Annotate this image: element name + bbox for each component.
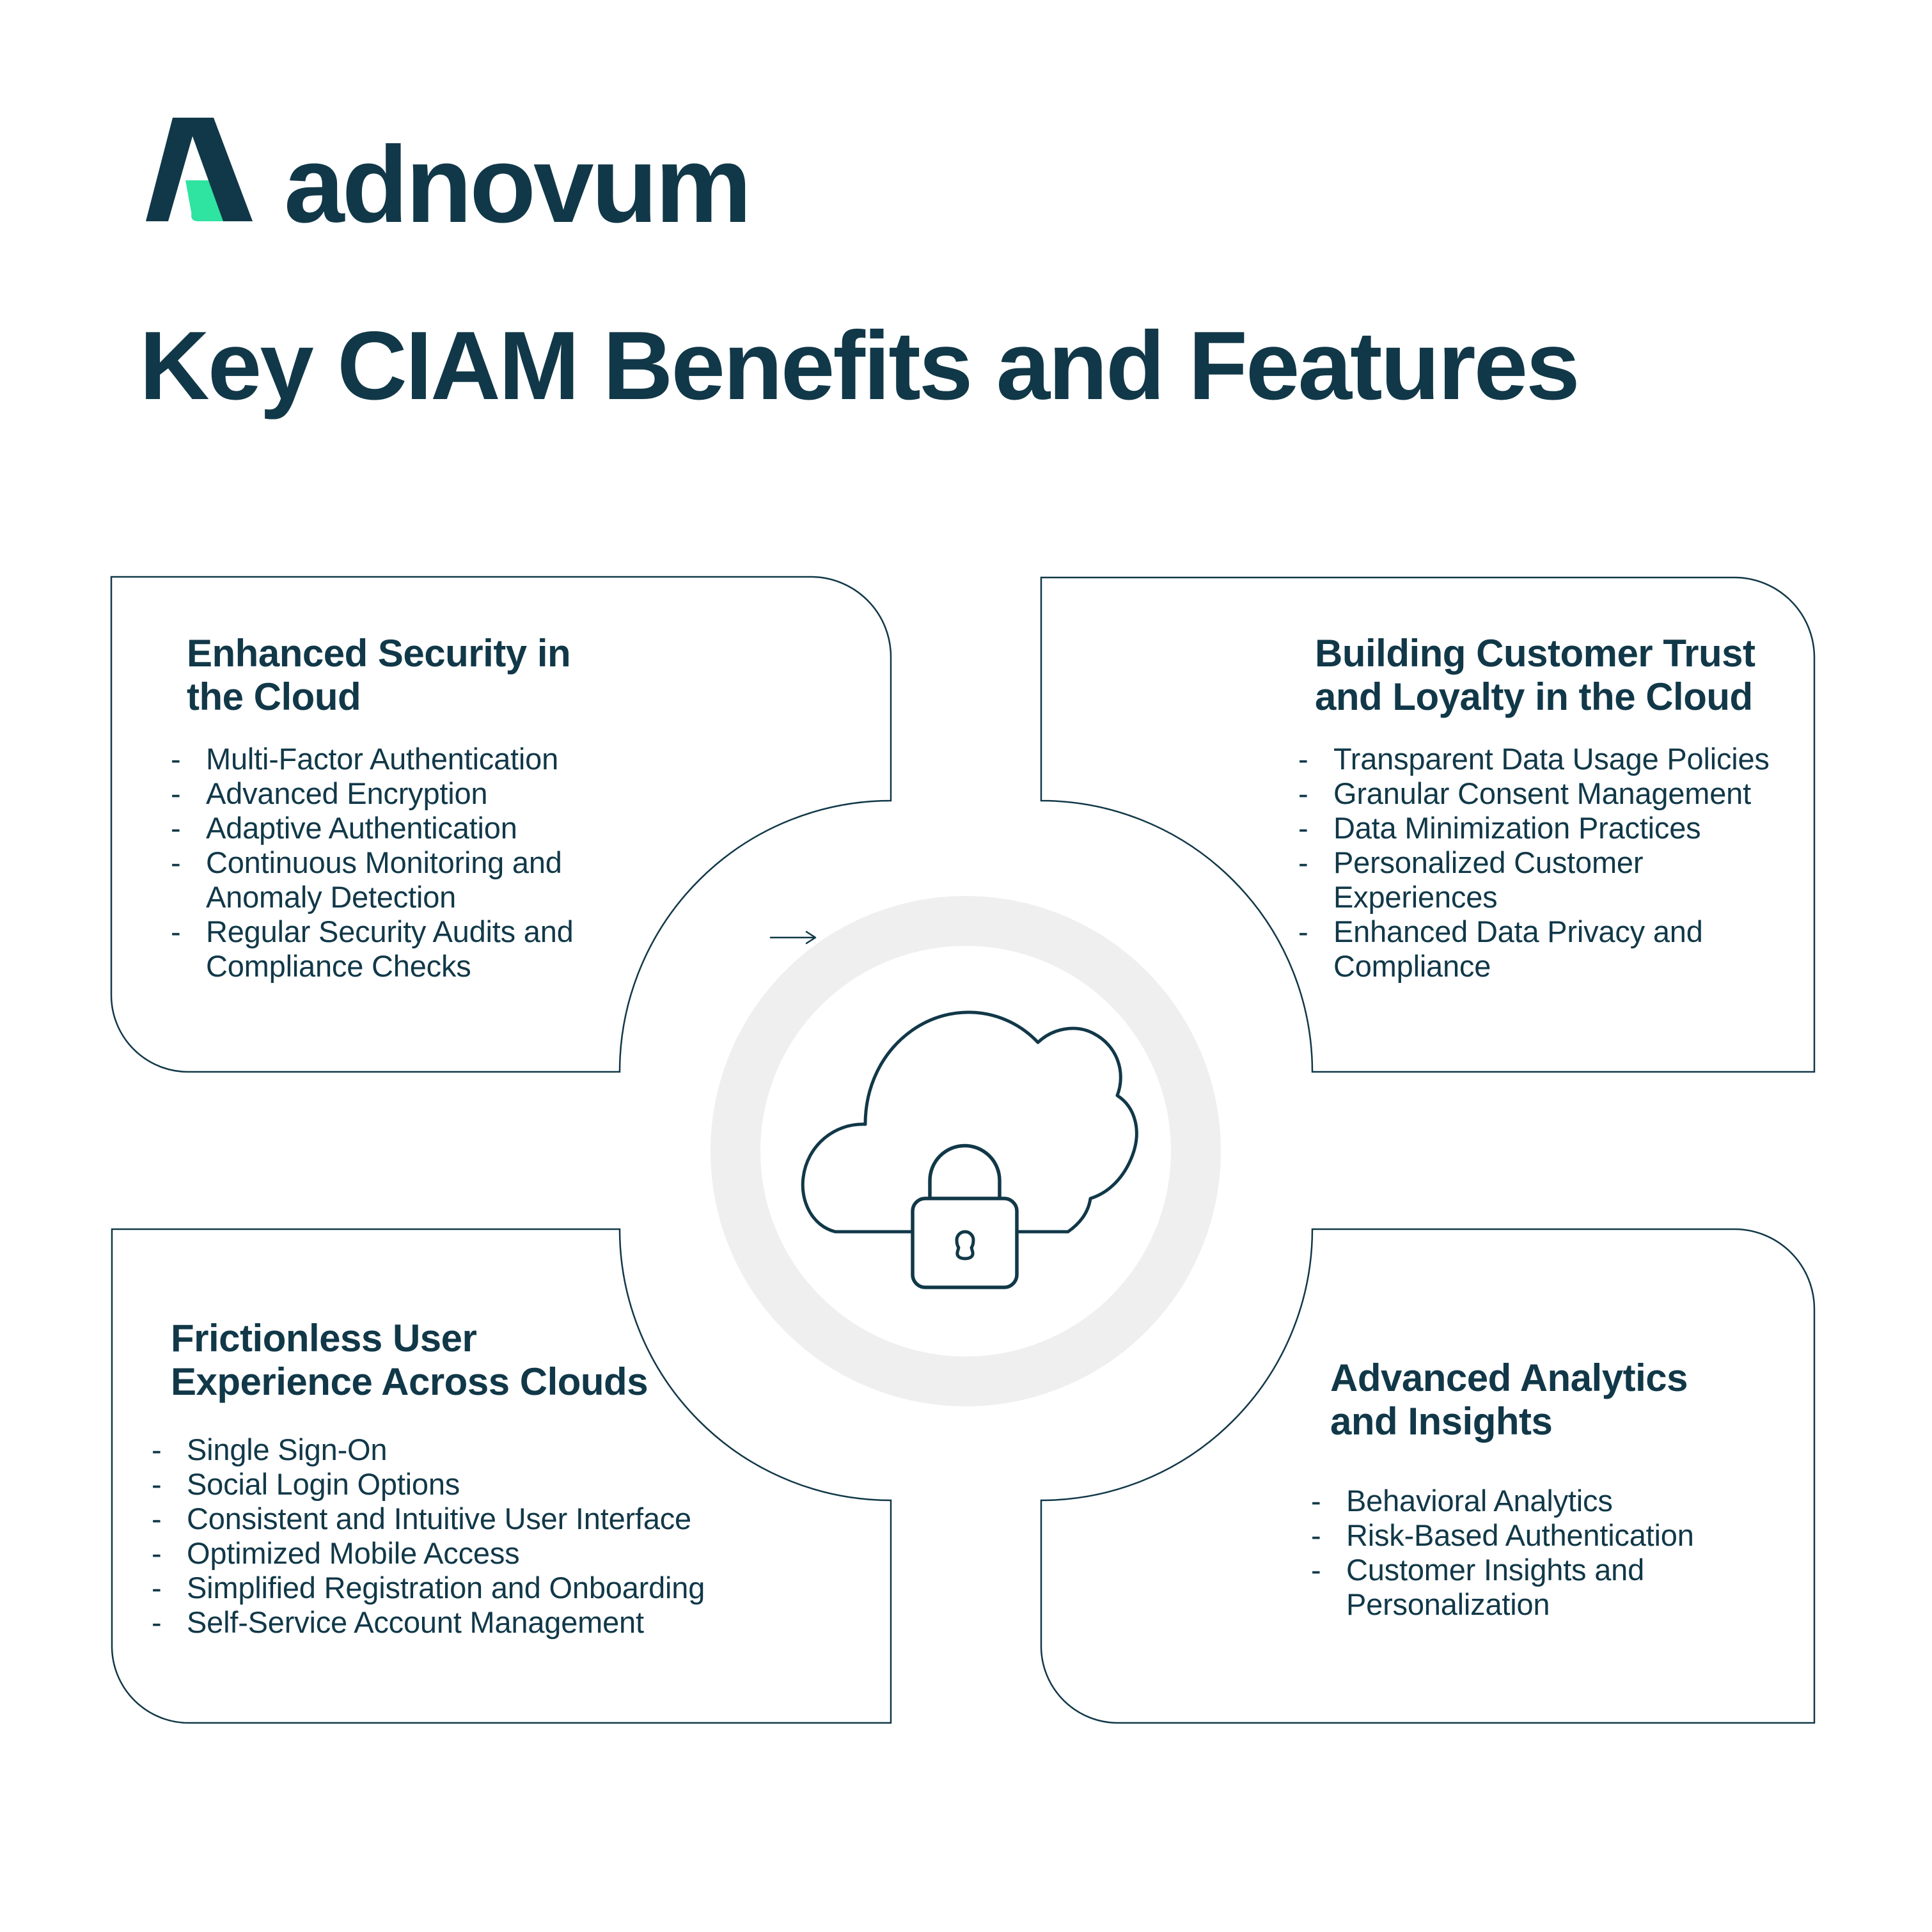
list-item: -Transparent Data Usage Policies <box>1298 742 1861 776</box>
list-item-text: Single Sign-On <box>187 1433 388 1466</box>
list-item: -Social Login Options <box>152 1467 887 1502</box>
list-item: -Customer Insights and Personalization <box>1311 1553 1835 1622</box>
list-item-text: Consistent and Intuitive User Interface <box>187 1502 691 1535</box>
list-item: -Regular Security Audits and Compliance … <box>171 915 746 984</box>
list-item-text: Self-Service Account Management <box>187 1605 644 1639</box>
panel-list-customer-trust: -Transparent Data Usage Policies-Granula… <box>1298 742 1861 984</box>
list-item: -Data Minimization Practices <box>1298 811 1861 845</box>
panel-list-advanced-analytics: -Behavioral Analytics-Risk-Based Authent… <box>1311 1484 1835 1622</box>
list-item-text: Multi-Factor Authentication <box>206 742 559 776</box>
brand-wordmark: adnovum <box>284 124 752 246</box>
dash-bullet: - <box>1298 742 1308 776</box>
panel-title-frictionless-ux: Frictionless User Experience Across Clou… <box>171 1317 648 1403</box>
dash-bullet: - <box>152 1502 162 1535</box>
dash-bullet: - <box>1298 776 1308 810</box>
dash-bullet: - <box>1298 915 1308 948</box>
list-item-text: Social Login Options <box>187 1467 460 1501</box>
dash-bullet: - <box>152 1571 162 1605</box>
list-item-text: Simplified Registration and Onboarding <box>187 1571 705 1605</box>
list-item-text: Risk-Based Authentication <box>1346 1518 1694 1552</box>
list-item: -Behavioral Analytics <box>1311 1484 1835 1518</box>
list-item-text: Adaptive Authentication <box>206 811 517 845</box>
list-item-text: Continuous Monitoring and Anomaly Detect… <box>206 845 562 914</box>
dash-bullet: - <box>152 1536 162 1570</box>
list-item-text: Regular Security Audits and Compliance C… <box>206 915 574 983</box>
dash-bullet: - <box>171 845 181 879</box>
list-item: -Personalized Customer Experiences <box>1298 845 1861 915</box>
list-item: -Multi-Factor Authentication <box>171 742 746 776</box>
list-item: -Adaptive Authentication <box>171 811 746 845</box>
panel-outline-frictionless-ux <box>111 1228 892 1724</box>
list-item-text: Data Minimization Practices <box>1333 811 1701 845</box>
dash-bullet: - <box>1311 1553 1321 1587</box>
list-item: -Advanced Encryption <box>171 776 746 811</box>
dash-bullet: - <box>1298 811 1308 845</box>
list-item: -Risk-Based Authentication <box>1311 1518 1835 1553</box>
panel-outline-advanced-analytics <box>1040 1228 1816 1724</box>
list-item: -Granular Consent Management <box>1298 776 1861 811</box>
list-item: -Continuous Monitoring and Anomaly Detec… <box>171 845 746 915</box>
list-item-text: Behavioral Analytics <box>1346 1484 1613 1518</box>
dash-bullet: - <box>171 776 181 810</box>
logo-a-mark <box>146 118 253 221</box>
center-ring <box>711 896 1221 1406</box>
list-item-text: Optimized Mobile Access <box>187 1536 520 1570</box>
panel-list-enhanced-security: -Multi-Factor Authentication-Advanced En… <box>171 742 746 984</box>
list-item-text: Advanced Encryption <box>206 776 488 810</box>
list-item-text: Granular Consent Management <box>1333 776 1751 810</box>
list-item-text: Customer Insights and Personalization <box>1346 1553 1645 1621</box>
panel-title-customer-trust: Building Customer Trust and Loyalty in t… <box>1315 632 1755 718</box>
list-item-text: Personalized Customer Experiences <box>1333 845 1644 914</box>
list-item: -Simplified Registration and Onboarding <box>152 1571 887 1605</box>
keyhole-icon <box>955 1230 975 1261</box>
list-item-text: Enhanced Data Privacy and Compliance <box>1333 915 1703 983</box>
cloud-lock-icon <box>801 1010 1138 1289</box>
dash-bullet: - <box>1298 845 1308 879</box>
dash-bullet: - <box>1311 1484 1321 1518</box>
dash-bullet: - <box>152 1433 162 1466</box>
list-item: -Single Sign-On <box>152 1433 887 1467</box>
panel-list-frictionless-ux: -Single Sign-On-Social Login Options-Con… <box>152 1433 887 1640</box>
list-item: -Optimized Mobile Access <box>152 1536 887 1571</box>
adnovum-logo-icon <box>146 118 253 221</box>
page-title: Key CIAM Benefits and Features <box>139 311 1580 420</box>
dash-bullet: - <box>152 1467 162 1501</box>
dash-bullet: - <box>171 742 181 776</box>
dash-bullet: - <box>1311 1518 1321 1552</box>
list-item: -Consistent and Intuitive User Interface <box>152 1502 887 1536</box>
list-item: -Self-Service Account Management <box>152 1605 887 1640</box>
right-arrow-icon <box>769 931 817 945</box>
list-item: -Enhanced Data Privacy and Compliance <box>1298 915 1861 984</box>
list-item-text: Transparent Data Usage Policies <box>1333 742 1770 776</box>
panel-outline-customer-trust <box>1040 576 1816 1073</box>
panel-title-advanced-analytics: Advanced Analytics and Insights <box>1330 1356 1688 1443</box>
dash-bullet: - <box>171 915 181 948</box>
panel-title-enhanced-security: Enhanced Security in the Cloud <box>187 632 571 718</box>
panel-outline-enhanced-security <box>110 576 892 1073</box>
dash-bullet: - <box>152 1605 162 1639</box>
dash-bullet: - <box>171 811 181 845</box>
lock-shackle <box>928 1143 1001 1203</box>
cloud-icon <box>801 1010 1138 1234</box>
